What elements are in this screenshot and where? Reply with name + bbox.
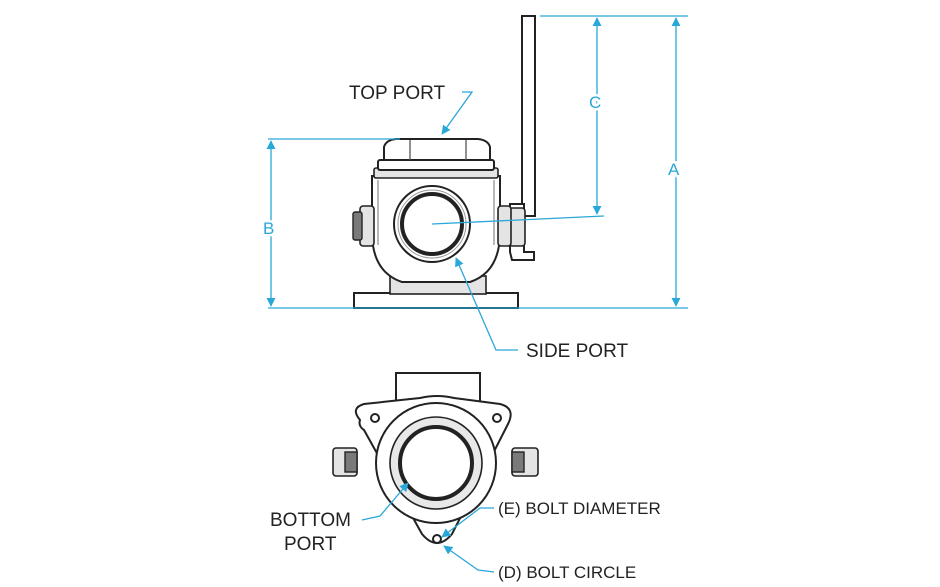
- side-port-label: SIDE PORT: [526, 341, 628, 362]
- bottom-port-inner: [398, 425, 474, 501]
- bolt-circle-label: (D) BOLT CIRCLE: [498, 563, 636, 582]
- top-hex-nut: [383, 138, 491, 161]
- bolt-circle-leader: [443, 545, 495, 573]
- bolt-diameter-label: (E) BOLT DIAMETER: [498, 499, 661, 518]
- dimension-b-label: B: [263, 219, 274, 238]
- top-port-label: TOP PORT: [349, 83, 445, 104]
- dimension-c-label: C: [589, 93, 601, 112]
- right-fitting: [497, 205, 512, 247]
- top-port-leader: [441, 91, 474, 135]
- dimension-a-label: A: [668, 160, 680, 179]
- flange-bolt-hole: [370, 413, 380, 423]
- bottom-port-label-line2: PORT: [284, 534, 337, 555]
- bottom-view: [332, 372, 539, 544]
- bolt-diameter-leader: [441, 507, 494, 538]
- bottom-port-label-line1: BOTTOM: [270, 510, 351, 531]
- dimension-lines: [266, 15, 688, 573]
- base-flange: [353, 292, 519, 309]
- side-view: [352, 15, 536, 309]
- flange-bolt-hole: [492, 413, 502, 423]
- bottom-port-leader: [361, 482, 409, 521]
- side-port-leader: [455, 257, 518, 351]
- flange-bolt-hole-e: [432, 534, 442, 544]
- top-band-upper: [377, 159, 495, 171]
- handle-lever: [521, 15, 536, 217]
